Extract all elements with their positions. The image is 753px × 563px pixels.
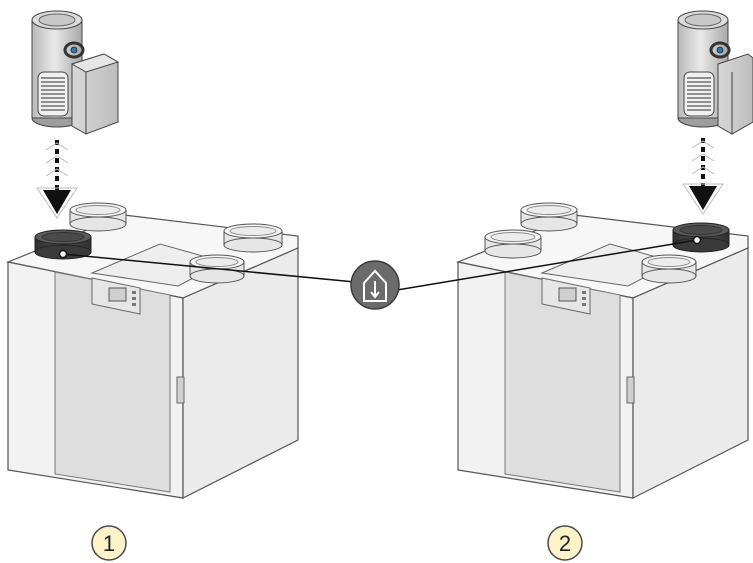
- control-display: [109, 288, 126, 301]
- duct-collar-front-left: [485, 230, 541, 258]
- unit-number-badge-2: 2: [548, 526, 582, 560]
- control-button[interactable]: [132, 291, 136, 294]
- ventilation-unit-1: [8, 203, 298, 498]
- duct-collar-heater-connection: [673, 223, 729, 252]
- duct-collar-front-right: [642, 255, 696, 283]
- duct-preheater-coil-icon: [32, 11, 118, 134]
- control-button[interactable]: [582, 291, 586, 294]
- control-button[interactable]: [132, 297, 136, 300]
- dashed-insert-arrow-down-icon: [37, 140, 77, 218]
- control-button[interactable]: [582, 303, 586, 306]
- control-button[interactable]: [132, 303, 136, 306]
- dashed-insert-arrow-down-icon: [683, 138, 723, 214]
- duct-collar-top-left: [521, 203, 577, 231]
- unit-number-badge-1: 1: [92, 526, 126, 560]
- side-door-handle[interactable]: [177, 377, 184, 403]
- unit-number-label-2: 2: [559, 531, 571, 556]
- control-display: [559, 288, 576, 301]
- duct-preheater-coil-icon: [678, 11, 753, 134]
- duct-collar-top-left: [70, 203, 126, 231]
- control-button[interactable]: [582, 297, 586, 300]
- duct-collar-top-right: [224, 224, 282, 252]
- insulated-duct-arrow-down-icon: [351, 261, 399, 309]
- ventilation-unit-2: [458, 203, 748, 498]
- side-door-handle[interactable]: [627, 377, 634, 403]
- unit-number-label-1: 1: [103, 531, 115, 556]
